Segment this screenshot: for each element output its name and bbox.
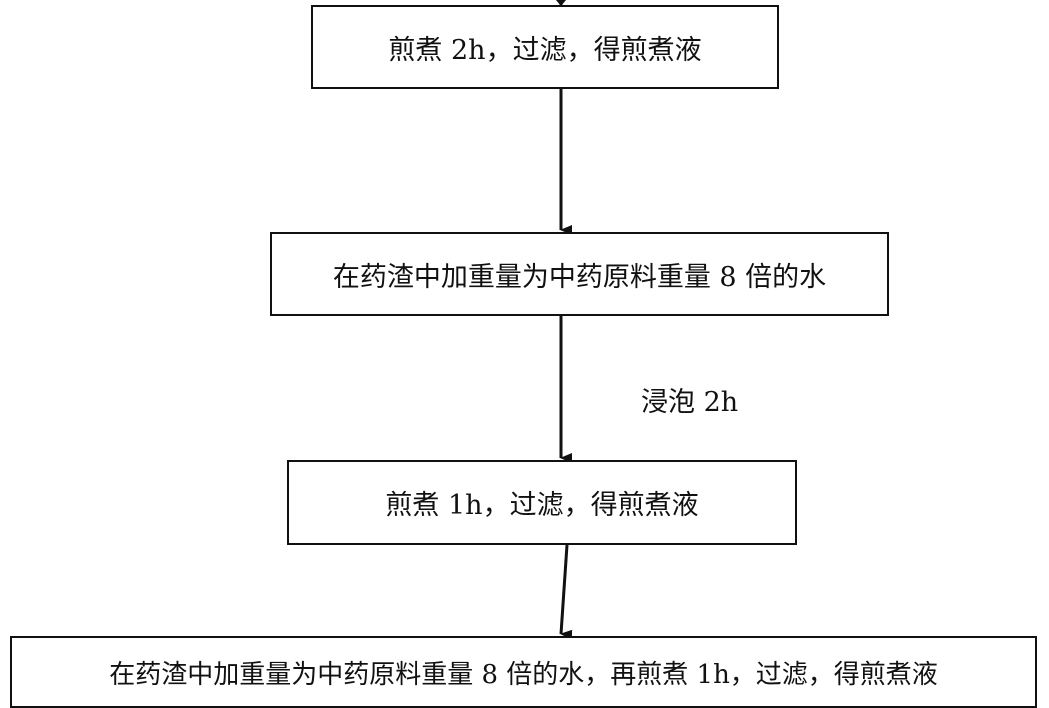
step-add-water-box: 在药渣中加重量为中药原料重量 8 倍的水 [270,232,889,316]
step-decoct-2h-label: 煎煮 2h，过滤，得煎煮液 [388,34,702,66]
step-decoct-1h-label: 煎煮 1h，过滤，得煎煮液 [385,490,699,521]
step-decoct-1h-box: 煎煮 1h，过滤，得煎煮液 [287,460,797,545]
step-final-box: 在药渣中加重量为中药原料重量 8 倍的水，再煎煮 1h，过滤，得煎煮液 [10,636,1037,708]
step-add-water-label: 在药渣中加重量为中药原料重量 8 倍的水 [332,261,827,293]
arrow-decoct-1h-to-final [559,544,573,640]
arrowhead-top [556,0,566,6]
step-final-label: 在药渣中加重量为中药原料重量 8 倍的水，再煎煮 1h，过滤，得煎煮液 [109,659,938,690]
soak-2h-label: 浸泡 2h [641,387,739,418]
step-decoct-2h-box: 煎煮 2h，过滤，得煎煮液 [311,5,779,89]
